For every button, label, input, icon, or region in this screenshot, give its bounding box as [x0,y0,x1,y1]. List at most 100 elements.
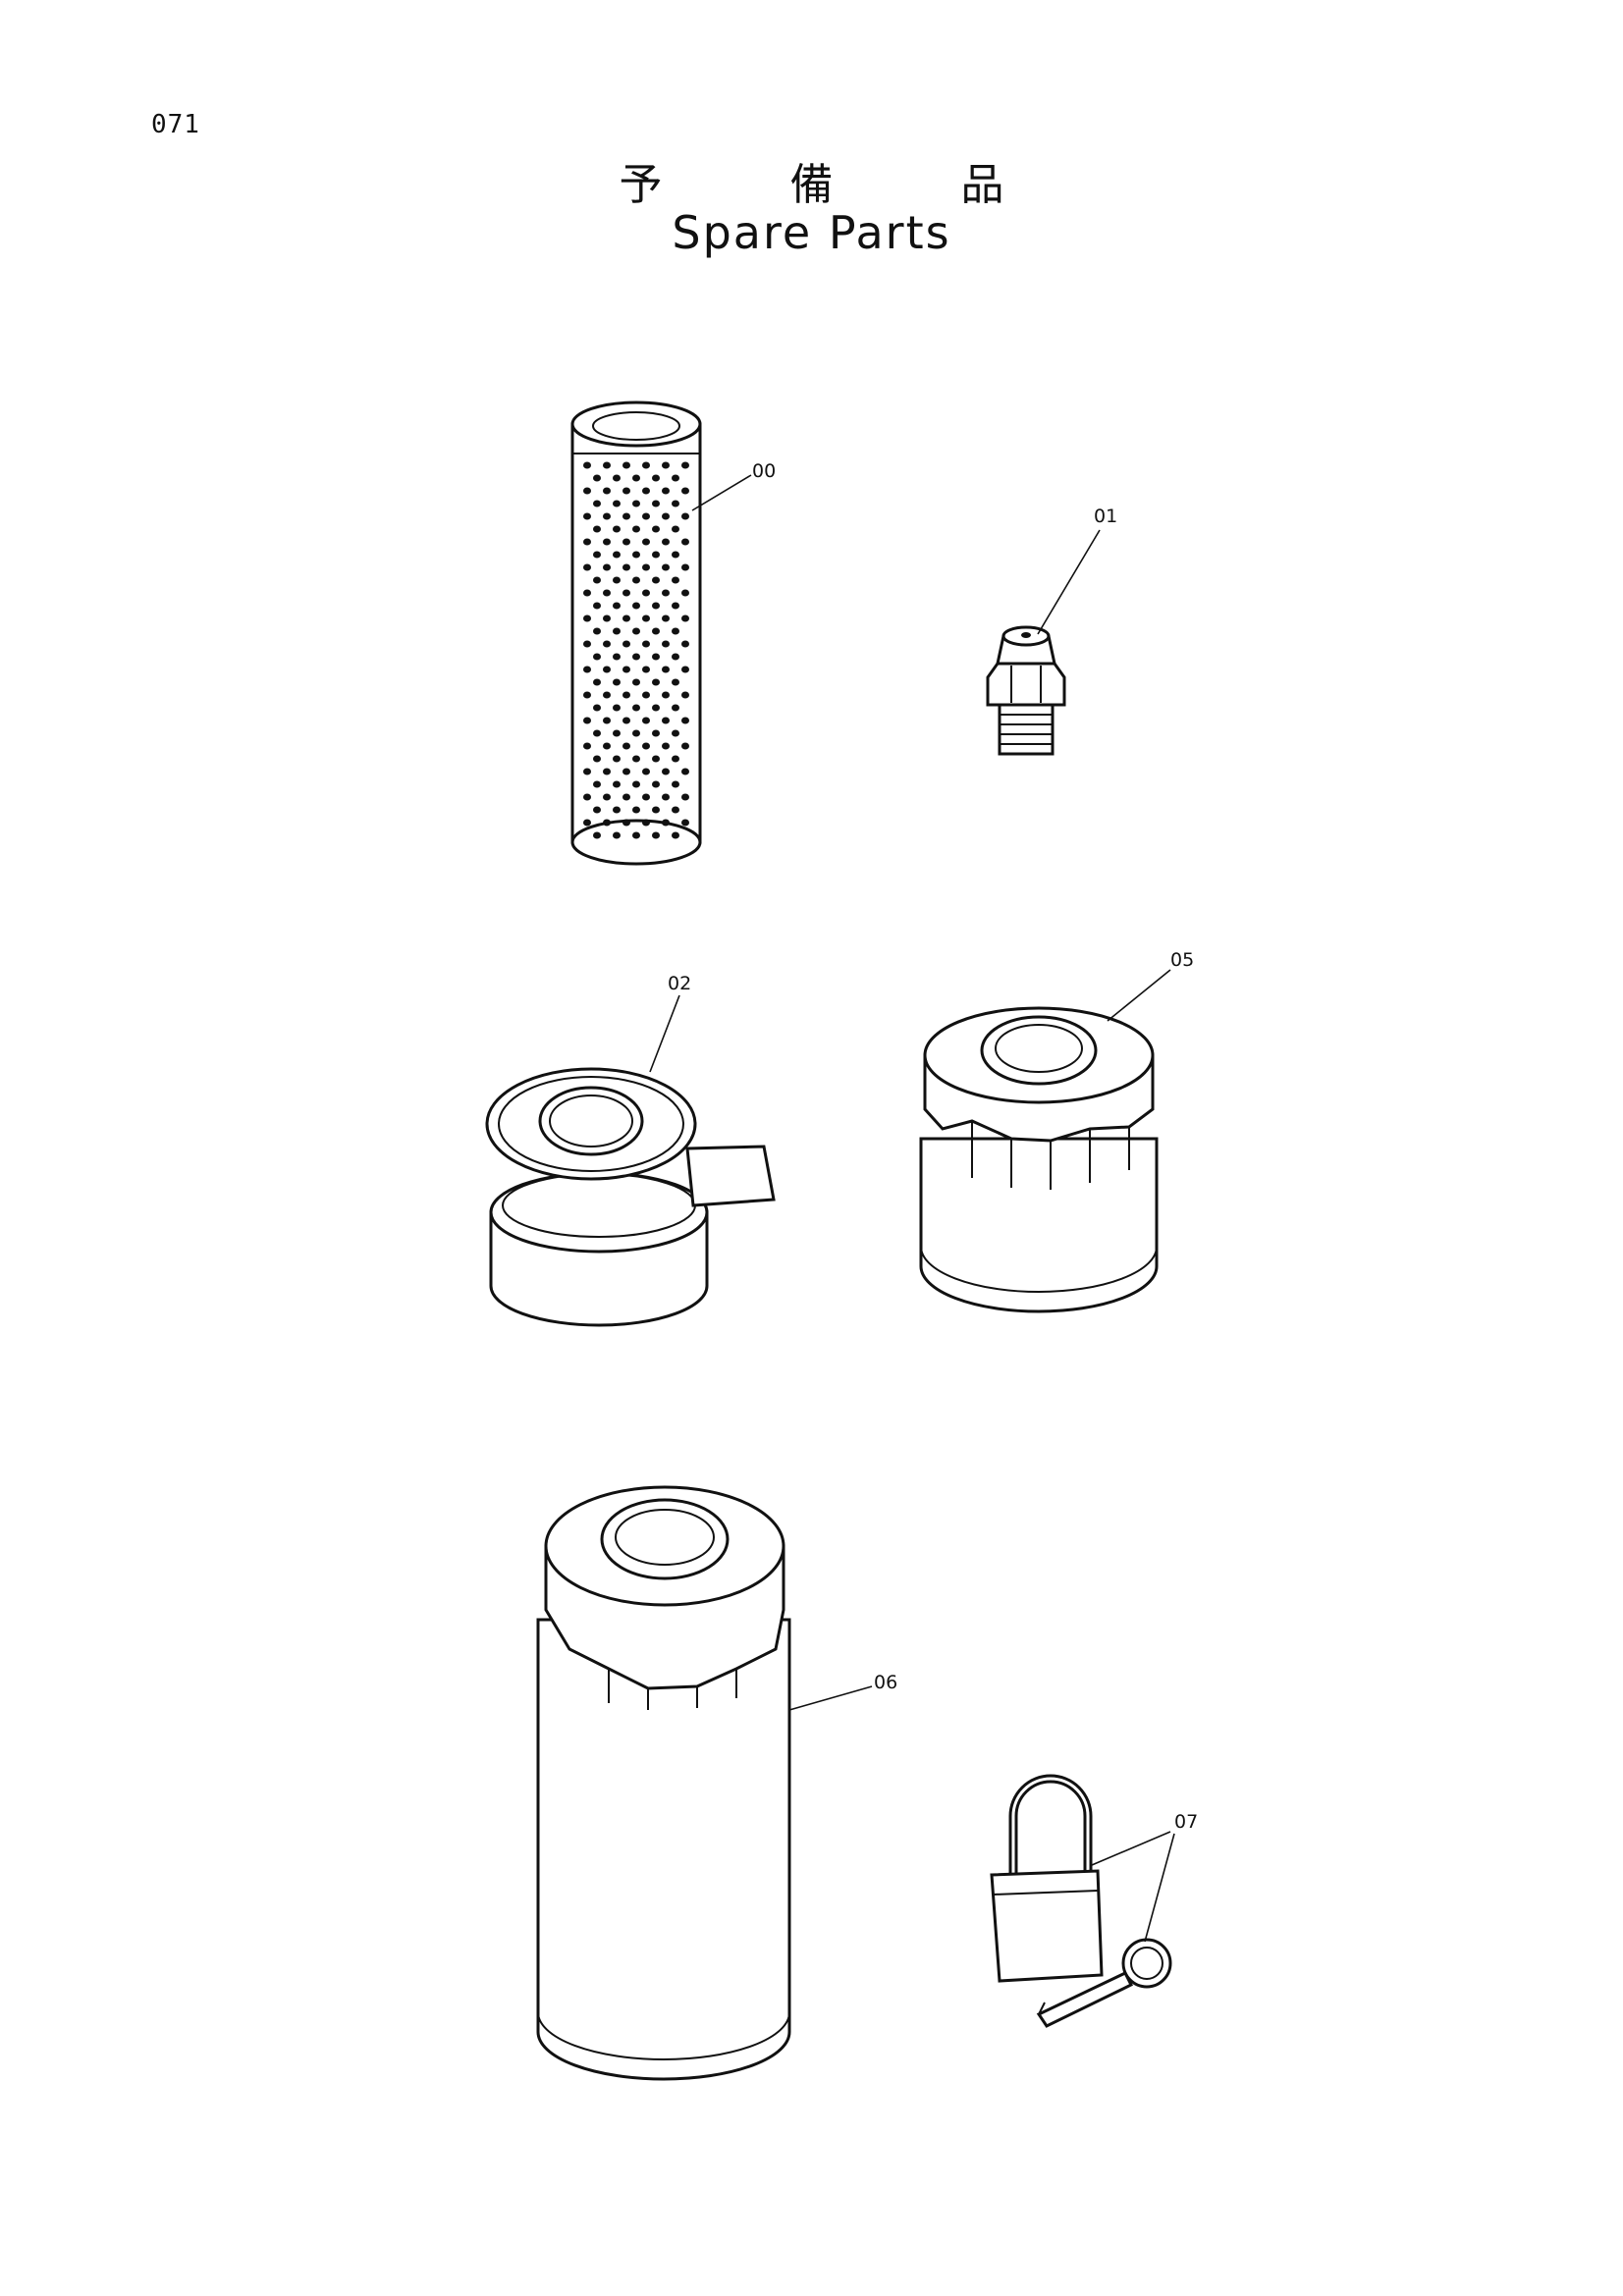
perforation-hole [681,461,689,469]
perforation-hole [603,614,611,622]
perforation-hole [593,525,601,533]
perforation-hole [662,793,670,801]
perforation-hole [613,729,621,737]
perforation-hole [652,551,660,559]
perforation-hole [632,831,640,839]
perforation-hole [613,500,621,507]
perforation-hole [632,602,640,610]
perforation-hole [632,729,640,737]
perforation-hole [672,525,679,533]
perforation-hole [603,819,611,827]
perforation-hole [583,614,591,622]
perforation-hole [583,691,591,699]
perforation-hole [642,487,650,495]
perforation-hole [681,538,689,546]
perforation-hole [652,831,660,839]
perforation-hole [593,704,601,712]
perforation-hole [603,691,611,699]
perforation-hole [652,806,660,814]
perforation-hole [593,678,601,686]
perforation-hole [583,589,591,597]
perforation-hole [652,755,660,763]
perforation-hole [642,512,650,520]
perforation-hole [593,755,601,763]
filter-element-with-gasket-icon [485,1067,776,1327]
perforation-hole [613,474,621,482]
callout-05: 05 [1170,949,1194,971]
perforation-hole [681,742,689,750]
perforation-hole [672,551,679,559]
perforation-hole [642,717,650,724]
perforation-hole [613,653,621,661]
leader-00 [691,474,752,511]
grease-nipple-icon [986,625,1066,756]
perforation-hole [613,525,621,533]
perforation-hole [652,474,660,482]
perforation-hole [622,666,630,673]
perforation-hole [672,576,679,584]
perforation-hole [652,525,660,533]
perforation-hole [642,589,650,597]
perforation-hole [681,819,689,827]
callout-01: 01 [1094,506,1117,527]
perforation-hole [662,538,670,546]
perforation-hole [662,742,670,750]
perforation-hole [593,500,601,507]
leader-01 [1037,529,1101,635]
perforation-hole [632,474,640,482]
perforation-hole [662,614,670,622]
perforation-hole [613,602,621,610]
perforation-hole [613,551,621,559]
perforation-hole [632,806,640,814]
perforation-hole [622,819,630,827]
perforation-hole [603,793,611,801]
perforation-hole [613,627,621,635]
perforation-hole [593,729,601,737]
perforation-hole [632,755,640,763]
perforation-hole [593,806,601,814]
perforation-hole [583,640,591,648]
perforation-hole [642,793,650,801]
perforation-hole [662,819,670,827]
perforation-hole [603,742,611,750]
perforation-hole [672,729,679,737]
perforation-hole [613,831,621,839]
leader-07-key [1144,1833,1175,1943]
perforation-hole [642,461,650,469]
perforation-hole [681,563,689,571]
perforation-hole [652,602,660,610]
perforation-hole [642,538,650,546]
title-english: Spare Parts [672,206,951,259]
perforation-hole [603,589,611,597]
leader-02 [649,994,680,1073]
perforation-hole [672,780,679,788]
perforation-hole [613,780,621,788]
perforation-hole [662,512,670,520]
perforation-hole [652,780,660,788]
perforation-hole [622,563,630,571]
perforation-hole [652,576,660,584]
perforation-hole [672,653,679,661]
perforation-hole [632,525,640,533]
perforation-hole [672,474,679,482]
perforation-hole [603,487,611,495]
perforation-hole [622,717,630,724]
perforation-hole [583,563,591,571]
perforation-hole [652,653,660,661]
perforation-hole [593,474,601,482]
padlock-and-key-icon [990,1774,1172,2028]
perforation-hole [603,666,611,673]
perforation-hole [672,602,679,610]
perforation-hole [583,819,591,827]
perforation-hole [652,627,660,635]
perforation-hole [662,589,670,597]
perforation-hole [642,666,650,673]
perforation-hole [613,678,621,686]
perforation-hole [583,461,591,469]
perforation-hole [593,653,601,661]
perforation-hole [672,806,679,814]
perforation-hole [632,653,640,661]
perforation-hole [603,461,611,469]
perforation-hole [681,691,689,699]
